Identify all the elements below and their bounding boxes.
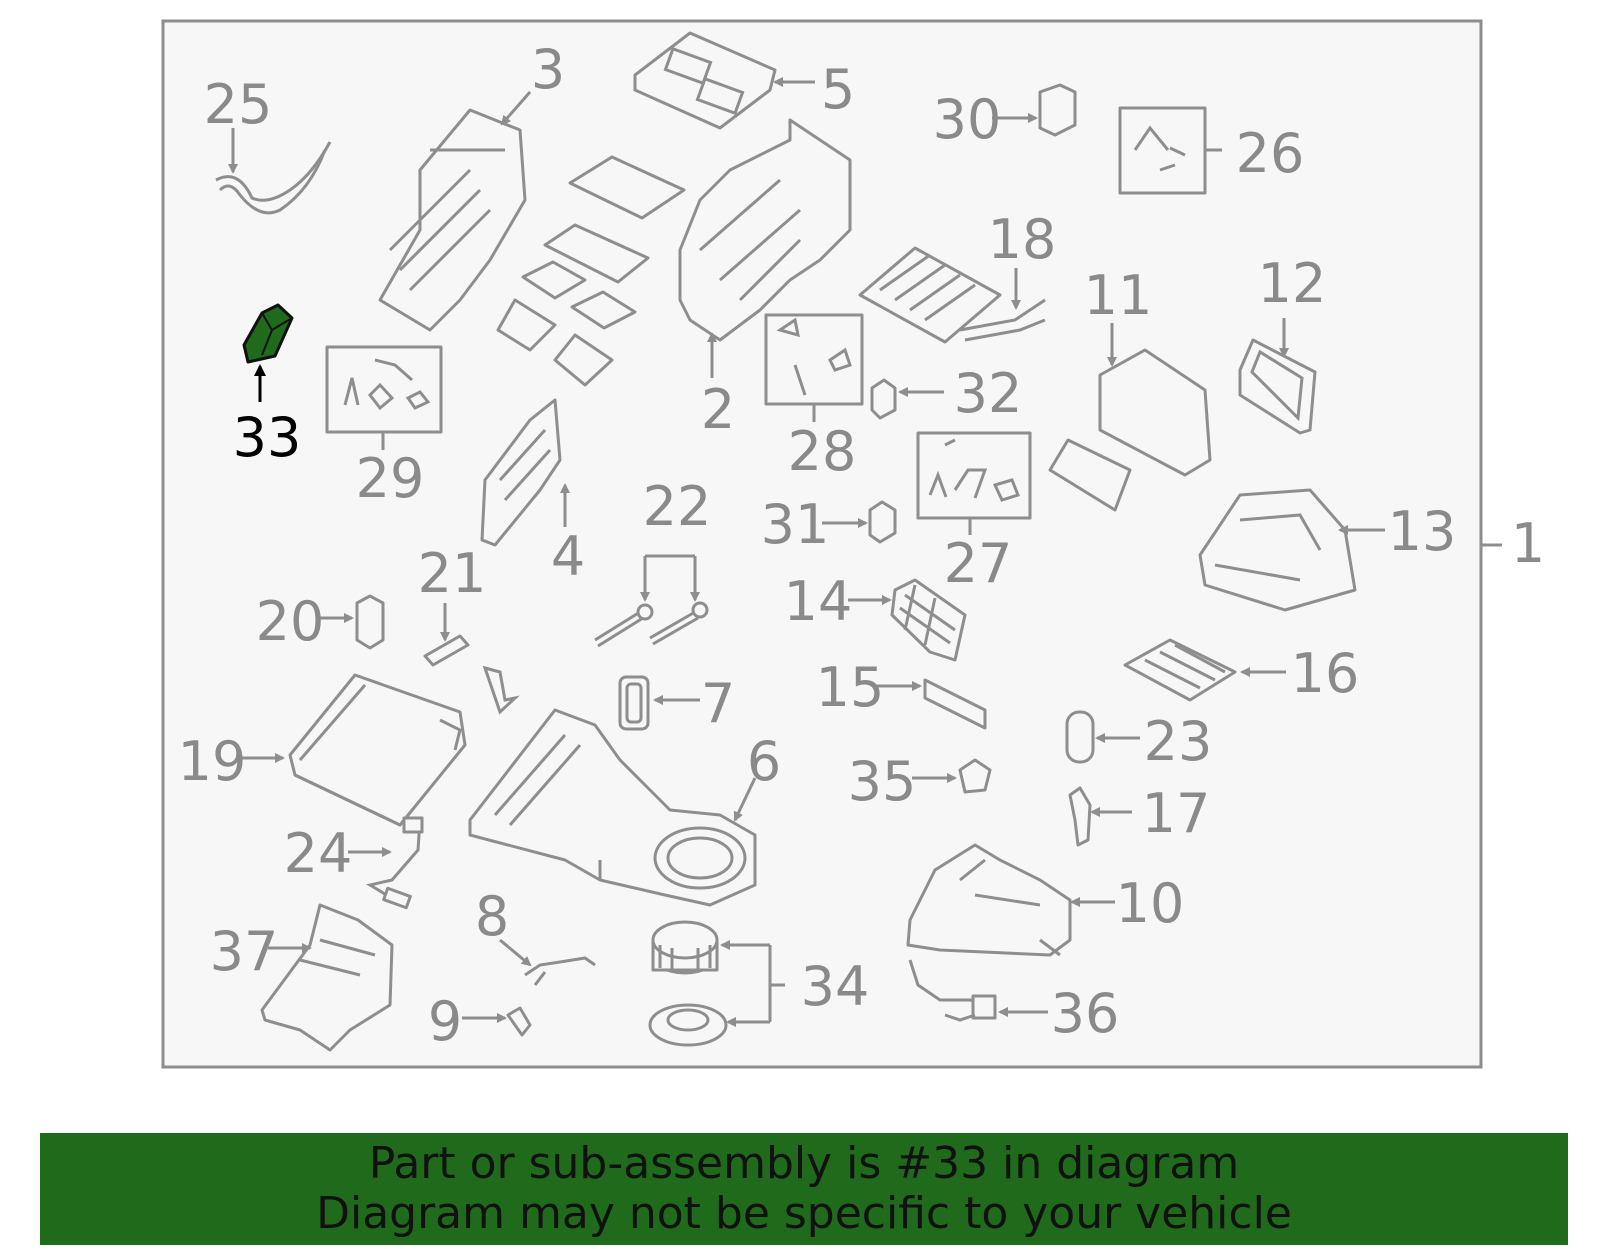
part-14-filter[interactable]: [848, 578, 967, 662]
part-36-harness[interactable]: [908, 959, 1048, 1022]
info-banner: Part or sub-assembly is #33 in diagram D…: [40, 1133, 1568, 1245]
part-7-seal[interactable]: [618, 675, 700, 731]
callout-24: 24: [284, 822, 353, 885]
part-8-wire[interactable]: [499, 938, 596, 986]
callout-19: 19: [178, 730, 247, 793]
callout-36: 36: [1051, 982, 1120, 1045]
callout-26: 26: [1236, 122, 1305, 185]
part-filter-plates[interactable]: [496, 155, 686, 387]
callout-35: 35: [848, 750, 917, 813]
part-32-clip[interactable]: [870, 378, 944, 420]
part-34-blower-motor[interactable]: [648, 920, 785, 1047]
part-18-heater-core[interactable]: [858, 246, 1046, 344]
part-23-seal[interactable]: [1065, 710, 1140, 764]
callout-11: 11: [1084, 264, 1153, 327]
part-35-clip[interactable]: [912, 758, 992, 794]
parts-diagram: 25 3 5 2 30 26: [161, 19, 1545, 1069]
callout-31: 31: [761, 493, 830, 556]
part-6-blower-case[interactable]: [468, 708, 757, 907]
part-12-frame[interactable]: [1238, 318, 1317, 435]
part-29-kit[interactable]: [325, 345, 443, 450]
part-21-bracket[interactable]: [423, 603, 520, 715]
callout-27: 27: [944, 532, 1013, 595]
part-13-case[interactable]: [1198, 488, 1385, 612]
callout-1: 1: [1511, 512, 1545, 575]
callout-29: 29: [356, 447, 425, 510]
part-11-case[interactable]: [1048, 323, 1212, 512]
part-9-clip[interactable]: [462, 1006, 532, 1037]
banner-line-2: Diagram may not be specific to your vehi…: [316, 1188, 1292, 1239]
part-15-strip[interactable]: [877, 678, 987, 730]
callout-3: 3: [531, 38, 565, 101]
callout-10: 10: [1116, 872, 1185, 935]
part-31-clip[interactable]: [822, 500, 897, 544]
callout-6: 6: [747, 730, 781, 793]
callout-18: 18: [988, 208, 1057, 271]
banner-line-1: Part or sub-assembly is #33 in diagram: [368, 1138, 1240, 1189]
callout-32: 32: [954, 362, 1023, 425]
callout-4: 4: [551, 525, 585, 588]
callout-13: 13: [1388, 500, 1457, 563]
part-27-kit[interactable]: [916, 431, 1032, 535]
callout-34: 34: [801, 955, 870, 1018]
part-33-highlighted[interactable]: [242, 303, 294, 402]
callout-22: 22: [643, 475, 712, 538]
callout-14: 14: [784, 570, 853, 633]
callout-7: 7: [701, 672, 735, 735]
part-20-clip[interactable]: [318, 594, 385, 650]
callout-28: 28: [788, 420, 857, 483]
callout-37: 37: [210, 920, 279, 983]
part-22-screws[interactable]: [594, 554, 709, 648]
callout-30: 30: [933, 88, 1002, 151]
part-5-cover[interactable]: [633, 31, 815, 130]
callout-8: 8: [475, 885, 509, 948]
part-10-case[interactable]: [906, 843, 1115, 957]
callout-21: 21: [418, 542, 487, 605]
part-28-kit[interactable]: [764, 313, 864, 422]
part-25-hose[interactable]: [215, 128, 332, 215]
part-16-grille[interactable]: [1123, 638, 1286, 702]
part-17-bracket[interactable]: [1068, 786, 1132, 847]
callout-20: 20: [256, 590, 325, 653]
callout-9: 9: [428, 990, 462, 1053]
part-26-kit[interactable]: [1118, 106, 1222, 195]
part-24-harness[interactable]: [348, 816, 424, 910]
part-19-evaporator[interactable]: [240, 673, 467, 827]
callout-15: 15: [816, 656, 885, 719]
callout-17: 17: [1142, 782, 1211, 845]
part-4-panel[interactable]: [480, 398, 570, 547]
callout-33: 33: [233, 406, 302, 469]
callout-2: 2: [701, 378, 735, 441]
part-2-housing[interactable]: [678, 118, 852, 378]
callout-23: 23: [1144, 710, 1213, 773]
callout-5: 5: [821, 58, 855, 121]
part-37-duct[interactable]: [260, 903, 394, 1052]
part-3-duct[interactable]: [378, 91, 532, 332]
part-30-clip[interactable]: [992, 83, 1077, 137]
callout-25: 25: [204, 73, 273, 136]
callout-12: 12: [1258, 252, 1327, 315]
callout-16: 16: [1291, 642, 1360, 705]
